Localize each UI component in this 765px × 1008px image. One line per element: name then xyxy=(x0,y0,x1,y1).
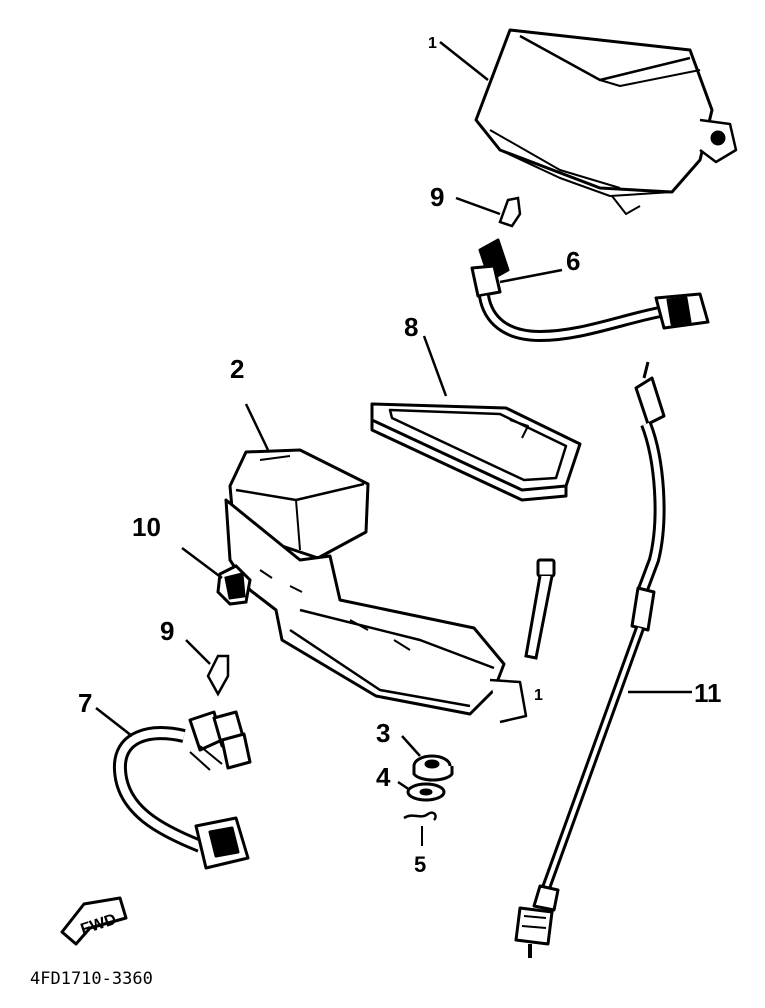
part-label-9-top: 9 xyxy=(430,182,444,212)
grommet-icon xyxy=(216,564,252,606)
leader-line-8 xyxy=(422,335,448,397)
gasket-icon xyxy=(370,402,582,502)
forward-arrow-icon: FWD xyxy=(60,896,128,946)
part-label-3: 3 xyxy=(376,718,390,748)
clip-icon xyxy=(403,811,437,821)
leader-line-7 xyxy=(95,707,133,737)
leader-line-9-bottom xyxy=(185,639,211,665)
meter-lead-icon xyxy=(470,238,710,342)
part-label-1-meter: 1 xyxy=(428,35,437,52)
part-label-8: 8 xyxy=(404,312,418,342)
meter-harness-icon xyxy=(112,710,252,870)
leader-line-10 xyxy=(181,547,223,579)
part-label-7: 7 xyxy=(78,688,92,718)
bulb-icon xyxy=(498,196,522,228)
leader-line-9-top xyxy=(455,196,501,216)
part-label-10: 10 xyxy=(132,512,161,542)
bracket-bolt-icon xyxy=(524,558,556,660)
bulb-icon-bottom xyxy=(206,654,230,697)
part-label-11: 11 xyxy=(694,678,722,708)
part-label-6: 6 xyxy=(566,246,580,276)
leader-line-4 xyxy=(397,780,411,792)
part-label-9-bottom: 9 xyxy=(160,616,174,646)
speedometer-unit-icon xyxy=(474,28,738,215)
part-label-4: 4 xyxy=(376,762,391,792)
part-label-1-bracket: 1 xyxy=(534,687,543,704)
leader-line-2 xyxy=(244,403,270,451)
washer-icon xyxy=(406,782,446,802)
meter-bracket-icon xyxy=(224,498,528,724)
leader-line-6 xyxy=(499,268,563,284)
part-label-5: 5 xyxy=(414,852,426,877)
part-label-2: 2 xyxy=(230,354,244,384)
diagram-code: 4FD1710-3360 xyxy=(30,969,153,989)
leader-line-1-meter xyxy=(439,41,489,81)
leader-line-3 xyxy=(401,735,421,757)
speedometer-cable-icon xyxy=(514,361,666,958)
rubber-grommet-icon xyxy=(412,754,454,782)
